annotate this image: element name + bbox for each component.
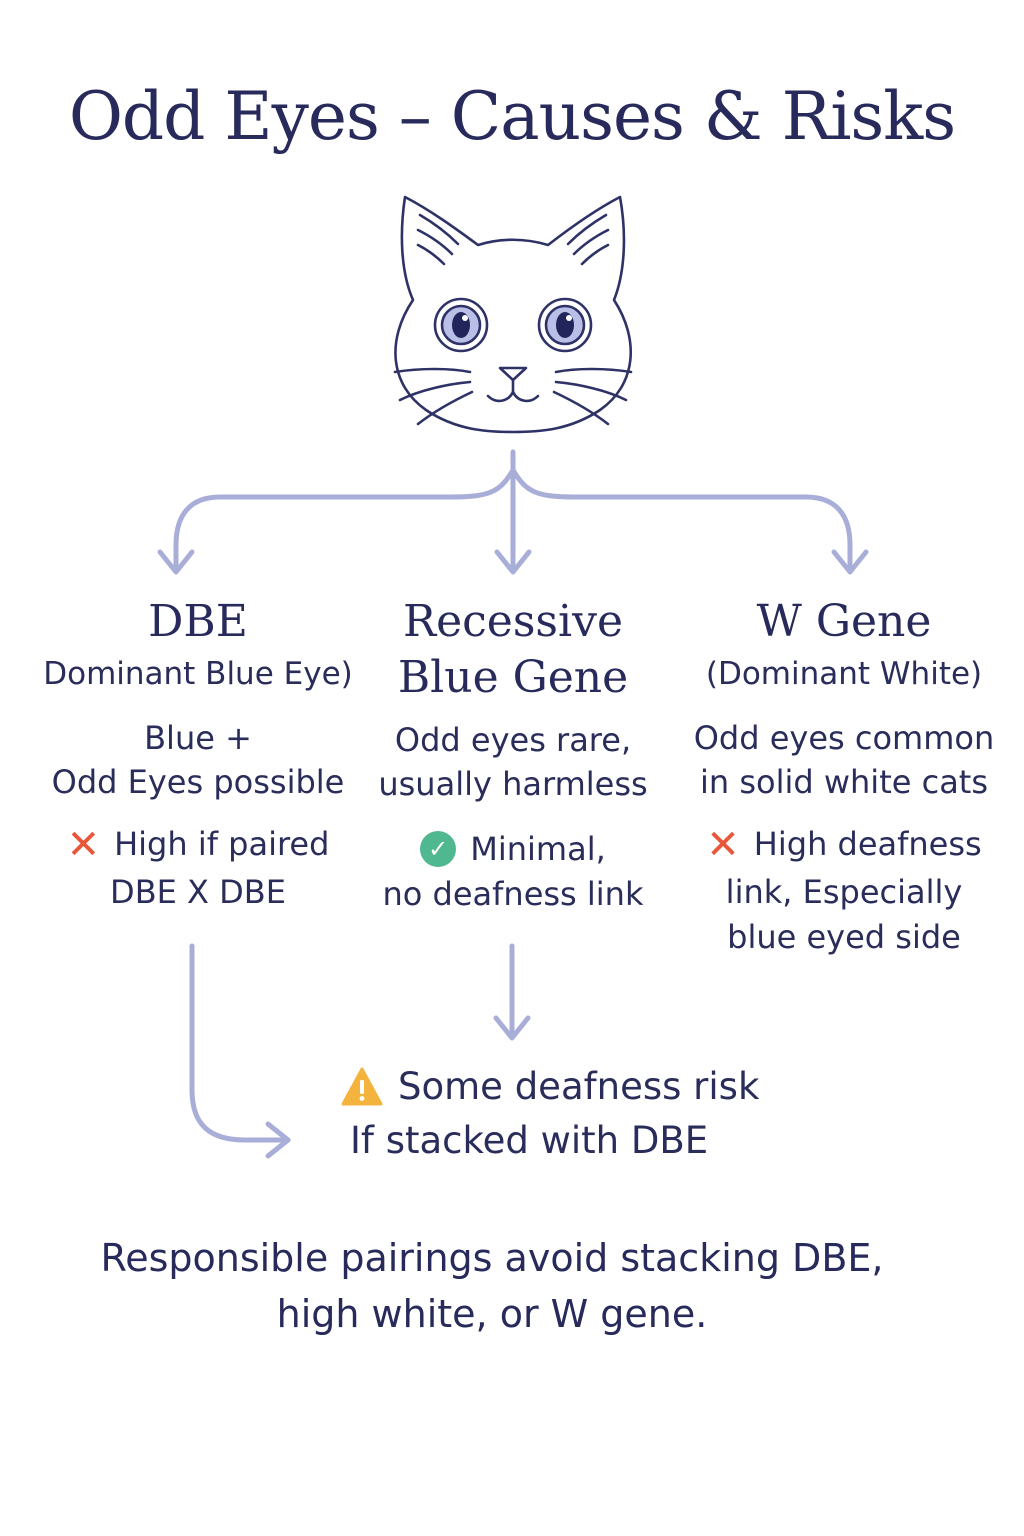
outcome-line: If stacked with DBE	[350, 1119, 709, 1162]
arrowhead-center	[494, 549, 532, 575]
description-line: Odd eyes rare,	[394, 721, 632, 759]
footer-line: Responsible pairings avoid stacking DBE,	[100, 1236, 884, 1280]
risk-line: Minimal,	[470, 829, 606, 868]
arrow-left-branch	[173, 467, 516, 573]
column-heading: Blue Gene	[397, 652, 629, 703]
column-w-gene: W Gene (Dominant White) Odd eyes common …	[684, 594, 1004, 960]
cross-icon: ✕	[706, 821, 740, 868]
risk-line: High deafness	[753, 825, 982, 863]
lower-arrows	[189, 943, 531, 1159]
risk-line: no deafness link	[382, 874, 644, 913]
description-line: usually harmless	[378, 765, 648, 803]
footer-note: Responsible pairings avoid stacking DBE,…	[62, 1230, 922, 1342]
column-description: Odd eyes common in solid white cats	[684, 716, 1004, 804]
risk-line: link, Especially	[725, 872, 963, 911]
description-line: Odd Eyes possible	[51, 763, 345, 801]
column-heading: Recessive	[403, 596, 623, 647]
page-title: Odd Eyes – Causes & Risks	[68, 78, 956, 155]
risk-line: High if paired	[114, 825, 330, 863]
column-description: Blue + Odd Eyes possible	[40, 716, 356, 804]
cross-icon: ✕	[66, 821, 101, 868]
arrowhead-dbe-to-outcome	[265, 1121, 291, 1159]
arrowhead-left	[157, 549, 195, 575]
column-heading: W Gene	[756, 596, 932, 647]
column-risk: ✕ High deafness link, Especially blue ey…	[684, 822, 1004, 960]
arrow-dbe-to-outcome	[189, 943, 291, 1143]
risk-line: blue eyed side	[727, 917, 961, 956]
column-risk: ✕ High if paired DBE X DBE	[40, 822, 356, 915]
column-recessive-blue: Recessive Blue Gene Odd eyes rare, usual…	[368, 594, 658, 917]
branch-arrows	[157, 449, 869, 575]
column-description: Odd eyes rare, usually harmless	[368, 718, 658, 806]
column-subtitle: Dominant Blue Eye)	[43, 656, 353, 692]
description-line: Blue +	[144, 719, 252, 757]
check-circle-icon: ✓	[420, 831, 457, 867]
outcome-line: Some deafness risk	[398, 1065, 760, 1108]
description-line: Odd eyes common	[693, 719, 995, 757]
outcome-note: Some deafness risk If stacked with DBE	[340, 1060, 759, 1168]
cat-eyes	[433, 297, 593, 353]
column-risk: ✓ Minimal, no deafness link	[368, 824, 658, 917]
column-subtitle: (Dominant White)	[705, 656, 983, 692]
arrowhead-recessive-down	[493, 1015, 531, 1041]
risk-line: DBE X DBE	[110, 872, 286, 911]
column-dbe: DBE Dominant Blue Eye) Blue + Odd Eyes p…	[40, 594, 356, 915]
column-heading: DBE	[148, 596, 248, 647]
warning-triangle-icon	[341, 1067, 383, 1106]
cat-face-icon	[393, 195, 633, 434]
description-line: in solid white cats	[699, 763, 989, 801]
footer-line: high white, or W gene.	[276, 1292, 708, 1336]
arrowhead-right	[831, 549, 869, 575]
arrow-right-branch	[510, 467, 853, 573]
